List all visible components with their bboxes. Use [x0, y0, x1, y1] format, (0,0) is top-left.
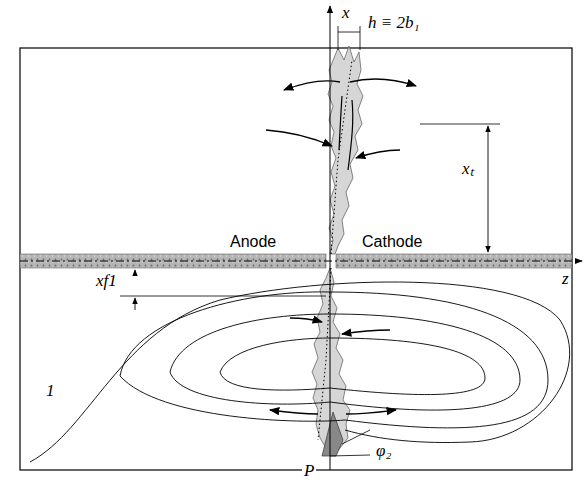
point-label: P: [302, 462, 316, 479]
electrode-label: Cathode: [360, 234, 425, 250]
angle-label: φ₂: [374, 442, 393, 459]
dimension-label: xf1: [94, 272, 119, 289]
axis-label: x: [340, 4, 352, 21]
axis-label: z: [560, 270, 571, 287]
electrode-label: Anode: [228, 234, 278, 250]
callout-number: 1: [44, 382, 57, 399]
dimension-label: h ≡ 2b₁: [366, 14, 421, 31]
dimension-label: xₜ: [460, 160, 476, 177]
